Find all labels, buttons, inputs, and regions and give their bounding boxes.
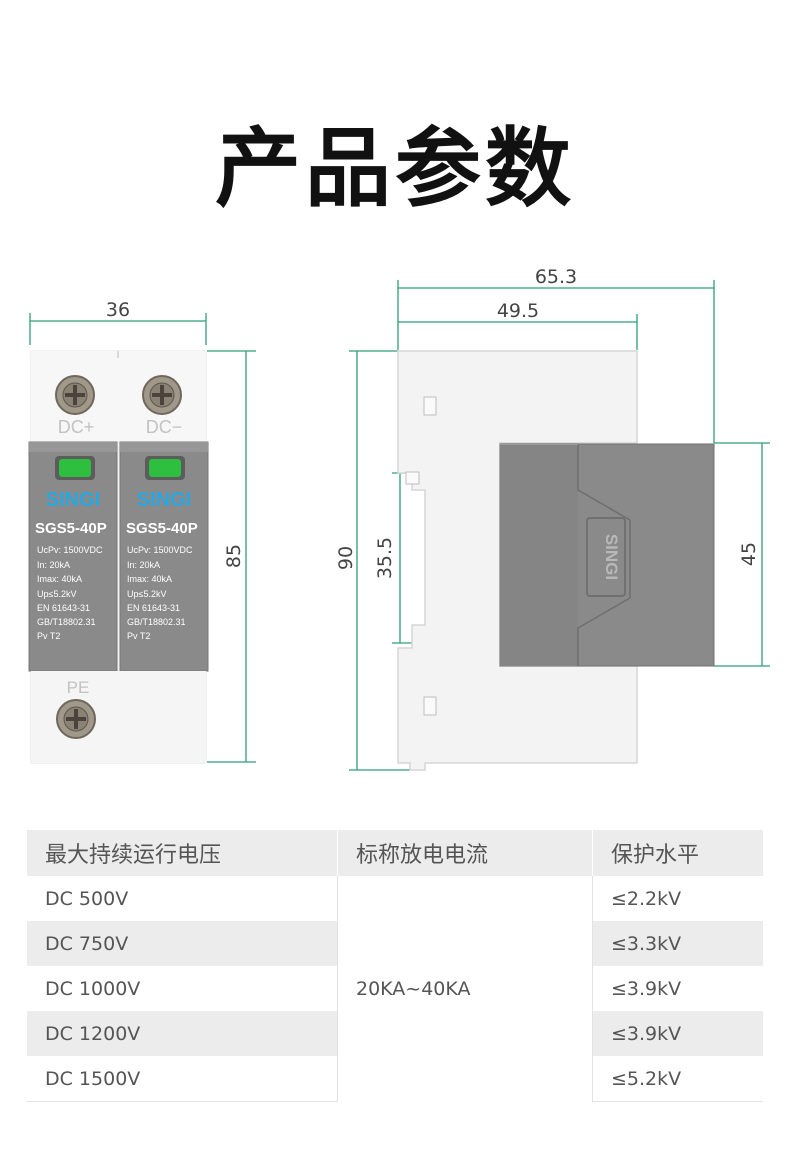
- side-body-depth-dimension: [398, 314, 638, 350]
- side-view: 65.3 49.5 90 35.5 45: [335, 266, 770, 771]
- front-height-label: 85: [223, 544, 245, 568]
- terminal-dc-plus-label: DC+: [58, 417, 95, 437]
- protection-level-cell: ≤3.9kV: [611, 977, 682, 1000]
- terminal-pe-label: PE: [67, 678, 90, 697]
- table-header-row: 最大持续运行电压 标称放电电流 保护水平: [27, 830, 763, 876]
- protection-level-cell: ≤5.2kV: [592, 1056, 763, 1102]
- brand-logo-right: SINGI: [137, 489, 191, 511]
- screw-icon: [55, 375, 95, 415]
- svg-text:UcPv: 1500VDC: UcPv: 1500VDC: [37, 545, 103, 555]
- header-discharge-current: 标称放电电流: [337, 830, 593, 876]
- voltage-cell: DC 1500V: [27, 1056, 338, 1102]
- front-width-label: 36: [106, 299, 130, 321]
- table-row: DC 500V 20KA~40KA ≤2.2kV: [27, 876, 763, 1102]
- terminal-dc-minus-label: DC−: [146, 417, 183, 437]
- screw-icon: [56, 699, 96, 739]
- side-total-depth-dimension: [397, 280, 715, 443]
- spec-lines-left: UcPv: 1500VDC In: 20kA Imax: 40kA Up≤5.2…: [37, 545, 103, 641]
- voltage-cell: DC 1200V: [27, 1011, 338, 1056]
- front-height-dimension: [207, 350, 256, 763]
- status-indicator: [145, 456, 185, 480]
- svg-text:Up≤5.2kV: Up≤5.2kV: [37, 589, 76, 599]
- protection-level-cell: ≤3.3kV: [592, 921, 763, 966]
- side-height-label: 90: [335, 546, 357, 570]
- cover-height-dimension: [714, 442, 770, 667]
- side-total-depth-label: 65.3: [535, 266, 577, 288]
- protection-level-cell: ≤3.9kV: [592, 1011, 763, 1056]
- status-indicator: [55, 456, 95, 480]
- svg-text:EN 61643-31: EN 61643-31: [127, 603, 180, 613]
- front-view: 36 85 DC+ DC−: [28, 299, 256, 764]
- voltage-cell: DC 500V: [27, 876, 338, 921]
- svg-text:In: 20kA: In: 20kA: [127, 560, 160, 570]
- svg-text:GB/T18802.31: GB/T18802.31: [37, 617, 96, 627]
- spec-table: 最大持续运行电压 标称放电电流 保护水平 DC 500V 20KA~40KA ≤…: [27, 830, 763, 1102]
- svg-text:EN 61643-31: EN 61643-31: [37, 603, 90, 613]
- svg-text:Pv T2: Pv T2: [127, 631, 150, 641]
- rail-width-label: 35.5: [374, 537, 396, 579]
- svg-text:Up≤5.2kV: Up≤5.2kV: [127, 589, 166, 599]
- table-row: DC 1200V ≤3.9kV: [27, 1011, 763, 1056]
- protection-level-cell: ≤2.2kV: [611, 887, 682, 910]
- header-max-voltage: 最大持续运行电压: [27, 830, 338, 876]
- voltage-cell: DC 750V: [27, 921, 338, 966]
- table-row: DC 1000V ≤3.9kV: [27, 966, 763, 1011]
- svg-text:In: 20kA: In: 20kA: [37, 560, 70, 570]
- spec-lines-right: UcPv: 1500VDC In: 20kA Imax: 40kA Up≤5.2…: [127, 545, 193, 641]
- svg-text:Imax: 40kA: Imax: 40kA: [37, 574, 82, 584]
- page-title: 产品参数: [215, 119, 575, 219]
- svg-text:GB/T18802.31: GB/T18802.31: [127, 617, 186, 627]
- discharge-current-cell: 20KA~40KA: [337, 876, 593, 1102]
- voltage-cell: DC 1000V: [27, 966, 338, 1011]
- cover-height-label: 45: [738, 542, 760, 566]
- side-body-depth-label: 49.5: [497, 300, 539, 322]
- header-protection-level: 保护水平: [592, 830, 763, 876]
- table-row: DC 750V ≤3.3kV: [27, 921, 763, 966]
- dimension-drawing: 36 85 DC+ DC−: [28, 266, 770, 771]
- protection-module-left: [28, 441, 118, 672]
- svg-text:UcPv: 1500VDC: UcPv: 1500VDC: [127, 545, 193, 555]
- side-height-dimension: [349, 350, 410, 771]
- front-width-dimension: [29, 313, 207, 345]
- svg-text:Imax: 40kA: Imax: 40kA: [127, 574, 172, 584]
- brand-logo-left: SINGI: [46, 489, 100, 511]
- svg-text:Pv T2: Pv T2: [37, 631, 60, 641]
- brand-logo-side: SINGI: [602, 534, 621, 580]
- model-label-left: SGS5-40P: [35, 520, 107, 537]
- table-row: DC 1500V ≤5.2kV: [27, 1056, 763, 1102]
- screw-icon: [142, 375, 182, 415]
- model-label-right: SGS5-40P: [126, 520, 198, 537]
